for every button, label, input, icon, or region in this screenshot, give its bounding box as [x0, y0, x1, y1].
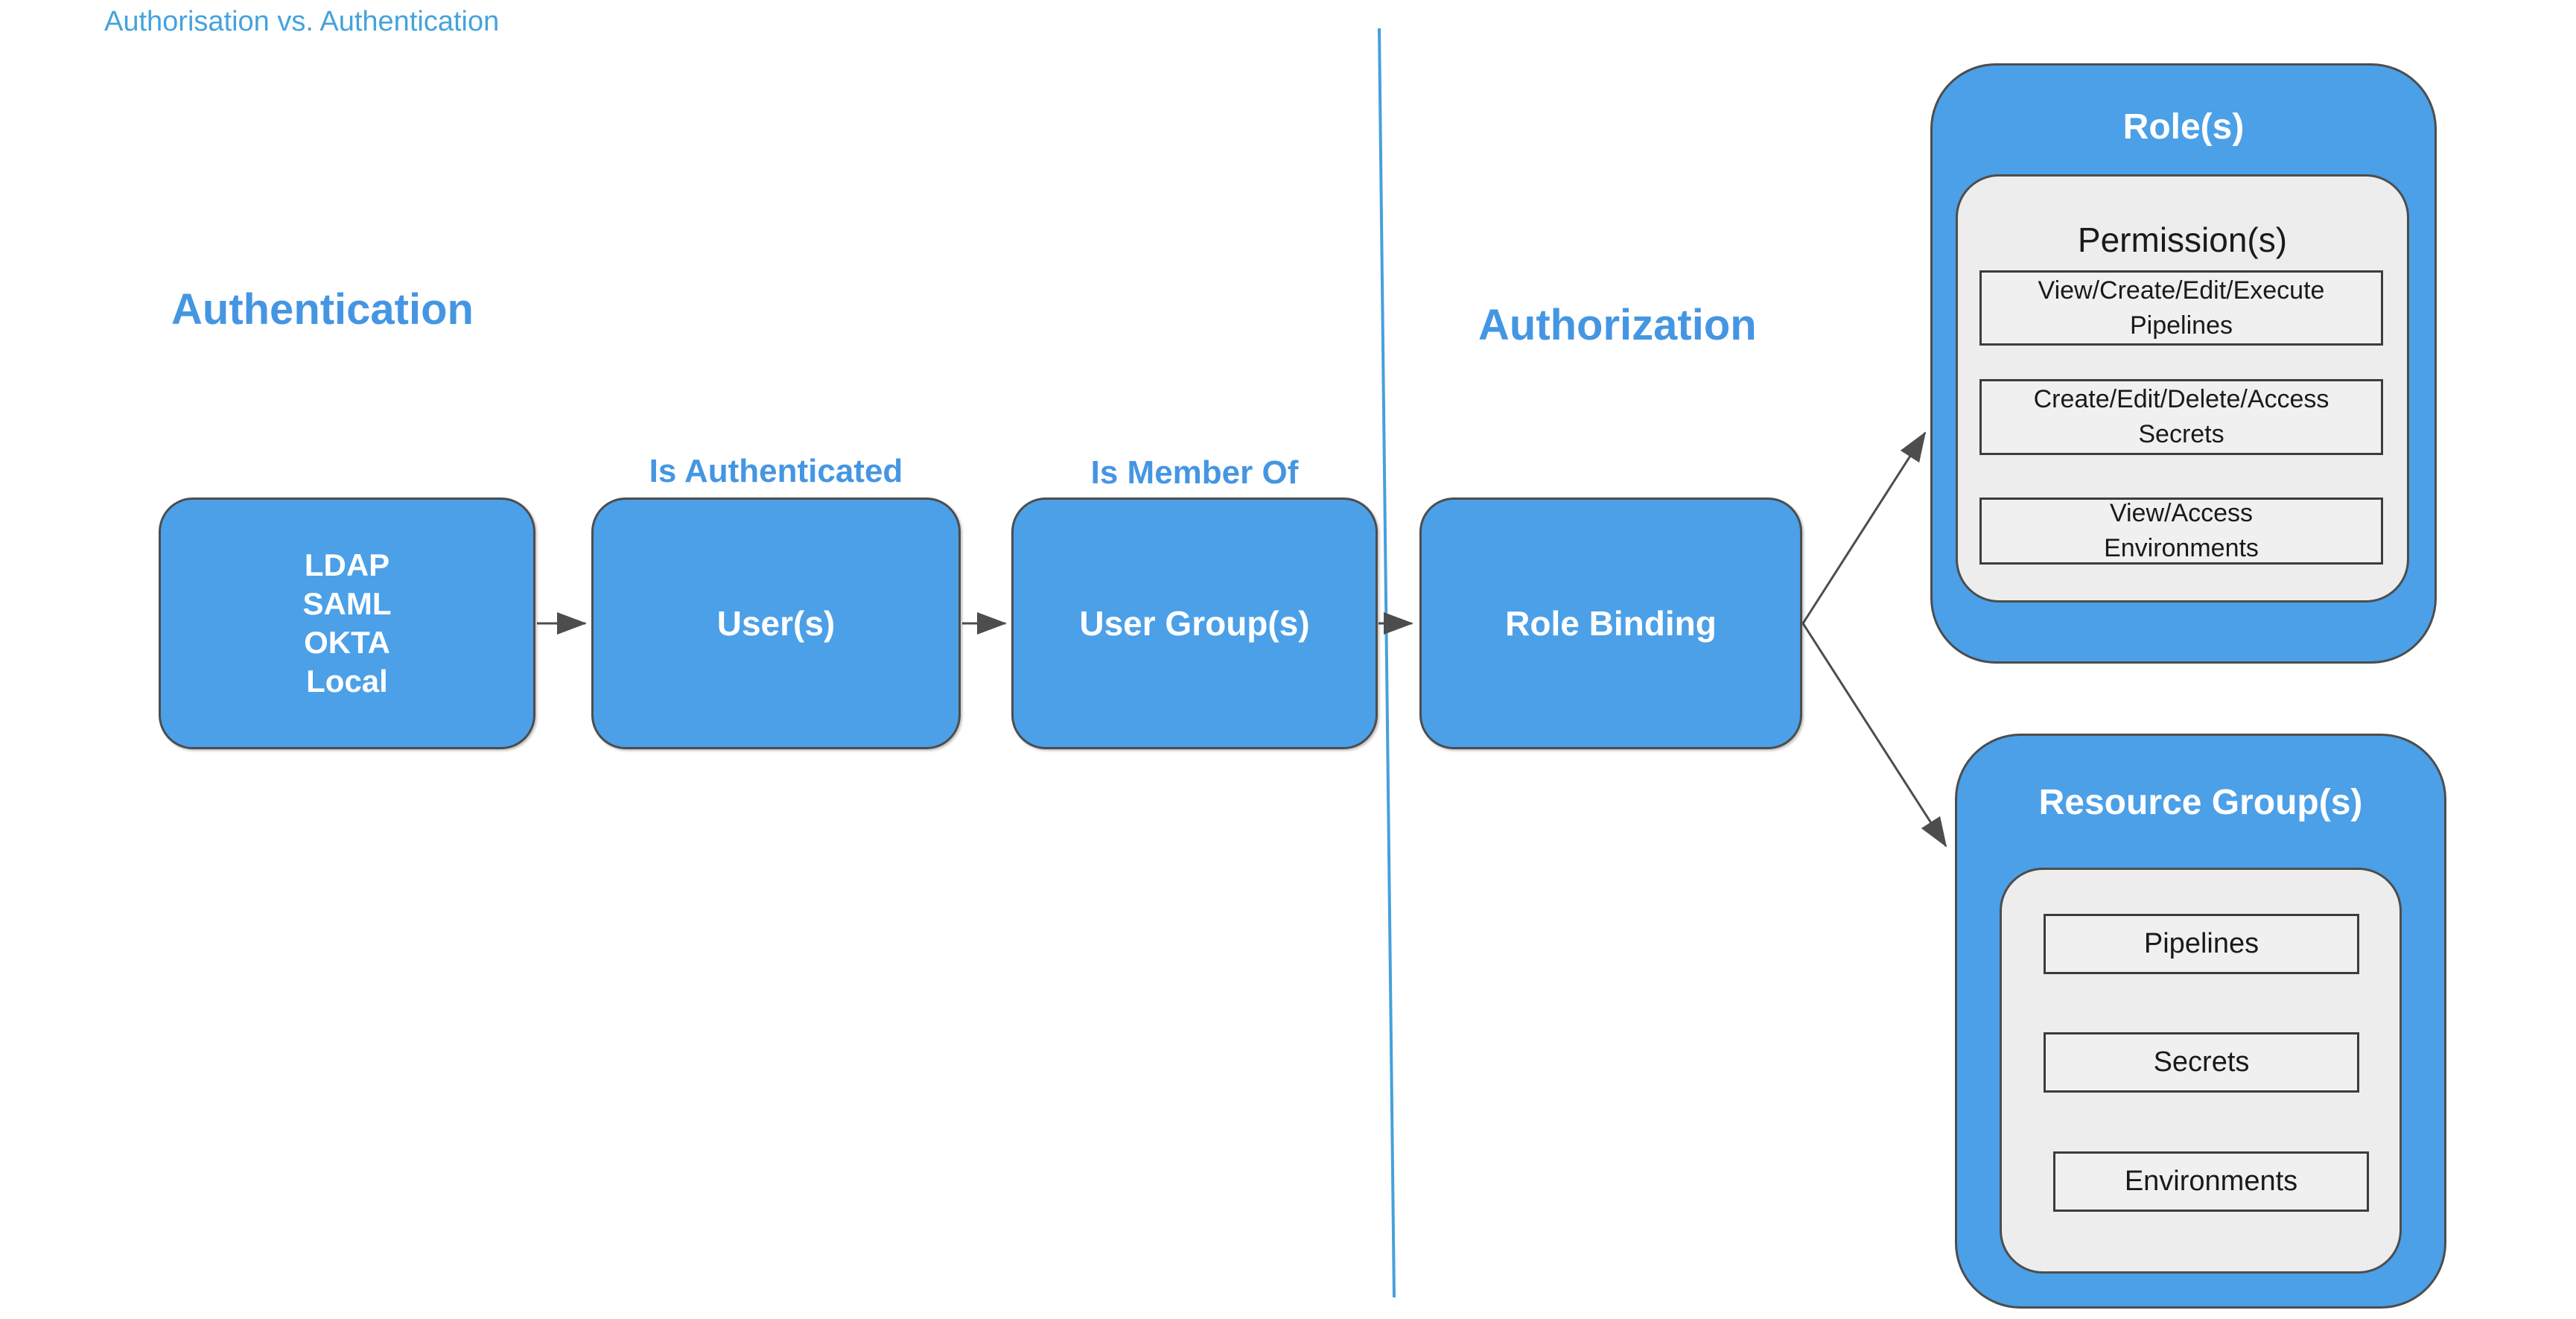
resource-item-environments: Environments — [2053, 1151, 2369, 1212]
permission-item-pipelines-line2: Pipelines — [2130, 311, 2233, 340]
users-node: User(s) — [591, 498, 961, 749]
arrow-rolebinding-to-resourcegroups — [1801, 623, 1947, 848]
permission-item-environments-line1: View/Access — [2109, 499, 2254, 527]
user-groups-node: User Group(s) — [1011, 498, 1378, 749]
user-groups-node-label: User Group(s) — [1079, 604, 1310, 643]
permission-item-pipelines: View/Create/Edit/Execute Pipelines — [1979, 270, 2383, 346]
permission-item-pipelines-line1: View/Create/Edit/Execute — [2038, 276, 2325, 305]
roles-group-title: Role(s) — [2122, 107, 2245, 147]
edge-label-is-member-of: Is Member Of — [1090, 454, 1299, 491]
permission-item-secrets-line1: Create/Edit/Delete/Access — [2033, 385, 2329, 413]
provider-okta: OKTA — [304, 625, 390, 660]
permission-item-environments: View/Access Environments — [1979, 498, 2383, 565]
identity-providers-label: LDAP SAML OKTA Local — [303, 546, 392, 701]
identity-providers-node: LDAP SAML OKTA Local — [159, 498, 535, 749]
page-title: Authorisation vs. Authentication — [104, 6, 500, 37]
provider-local: Local — [306, 664, 388, 699]
resource-item-secrets-label: Secrets — [2153, 1046, 2250, 1078]
edge-label-is-authenticated: Is Authenticated — [649, 453, 903, 489]
permissions-panel-title: Permission(s) — [2077, 220, 2288, 259]
role-binding-node-label: Role Binding — [1505, 604, 1717, 643]
permission-item-secrets: Create/Edit/Delete/Access Secrets — [1979, 379, 2383, 455]
provider-saml: SAML — [302, 586, 392, 621]
section-divider-line — [1378, 28, 1396, 1298]
arrow-rolebinding-to-roles — [1801, 431, 1927, 624]
resource-groups-title: Resource Group(s) — [2038, 783, 2363, 822]
provider-ldap: LDAP — [304, 547, 390, 582]
resource-item-environments-label: Environments — [2124, 1166, 2298, 1197]
permission-item-secrets-line2: Secrets — [2138, 420, 2224, 448]
resource-item-secrets: Secrets — [2044, 1032, 2359, 1093]
authorization-heading: Authorization — [1478, 301, 1757, 349]
resource-item-pipelines: Pipelines — [2044, 914, 2359, 974]
authentication-heading: Authentication — [171, 285, 474, 334]
users-node-label: User(s) — [716, 604, 836, 643]
permission-item-environments-line2: Environments — [2104, 534, 2259, 562]
role-binding-node: Role Binding — [1419, 498, 1802, 749]
resource-item-pipelines-label: Pipelines — [2143, 928, 2259, 959]
